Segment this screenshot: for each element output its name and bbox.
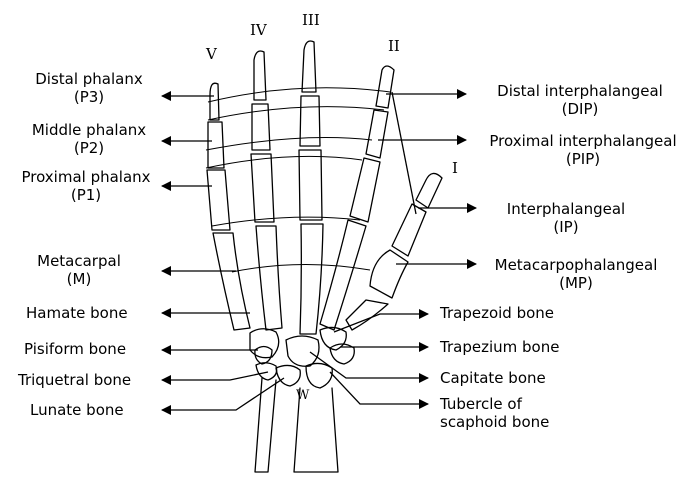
label-mp-code: (MP) (478, 274, 674, 292)
label-middle-phalanx-name: Middle phalanx (14, 121, 164, 139)
label-scaphoid-tubercle: Tubercle of scaphoid bone (440, 395, 549, 431)
label-distal-phalanx-name: Distal phalanx (14, 70, 164, 88)
label-dip-code: (DIP) (470, 100, 690, 118)
ulna (255, 378, 276, 472)
label-mp-name: Metacarpophalangeal (478, 256, 674, 274)
scaphoid (306, 363, 332, 388)
finger-iii (299, 41, 323, 334)
triquetral (256, 363, 277, 380)
digit-iii-label: III (302, 12, 320, 28)
label-scaphoid-tubercle-line1: Tubercle of (440, 395, 549, 413)
finger-ii (320, 66, 394, 330)
label-ip-code: (IP) (476, 218, 656, 236)
label-dip-name: Distal interphalangeal (470, 82, 690, 100)
label-triquetral: Triquetral bone (18, 371, 131, 389)
label-pip-code: (PIP) (470, 150, 696, 168)
label-ip: Interphalangeal (IP) (476, 200, 656, 236)
digit-iv-label: IV (250, 22, 267, 38)
label-proximal-phalanx-name: Proximal phalanx (6, 168, 166, 186)
label-pip: Proximal interphalangeal (PIP) (470, 132, 696, 168)
label-dip: Distal interphalangeal (DIP) (470, 82, 690, 118)
label-pisiform: Pisiform bone (24, 340, 126, 358)
digit-v-label: V (206, 46, 217, 62)
label-trapezoid: Trapezoid bone (440, 304, 554, 322)
label-mp: Metacarpophalangeal (MP) (478, 256, 674, 292)
finger-v (207, 83, 250, 330)
right-leaders (310, 92, 476, 404)
lunate (276, 365, 300, 386)
label-distal-phalanx-code: (P3) (14, 88, 164, 106)
capitate (286, 336, 319, 366)
label-middle-phalanx: Middle phalanx (P2) (14, 121, 164, 157)
label-proximal-phalanx: Proximal phalanx (P1) (6, 168, 166, 204)
label-capitate: Capitate bone (440, 369, 546, 387)
label-scaphoid-tubercle-line2: scaphoid bone (440, 413, 549, 431)
digit-i-label: I (452, 160, 458, 176)
label-hamate: Hamate bone (26, 304, 128, 322)
label-middle-phalanx-code: (P2) (14, 139, 164, 157)
label-distal-phalanx: Distal phalanx (P3) (14, 70, 164, 106)
label-ip-name: Interphalangeal (476, 200, 656, 218)
label-pip-name: Proximal interphalangeal (470, 132, 696, 150)
label-metacarpal-name: Metacarpal (14, 252, 144, 270)
label-proximal-phalanx-code: (P1) (6, 186, 166, 204)
wrist-marker: W (296, 388, 309, 404)
label-lunate: Lunate bone (30, 401, 124, 419)
label-trapezium: Trapezium bone (440, 338, 559, 356)
joint-lines (206, 88, 390, 272)
finger-i (346, 173, 442, 330)
digit-ii-label: II (388, 38, 400, 54)
label-metacarpal: Metacarpal (M) (14, 252, 144, 288)
label-metacarpal-code: (M) (14, 270, 144, 288)
